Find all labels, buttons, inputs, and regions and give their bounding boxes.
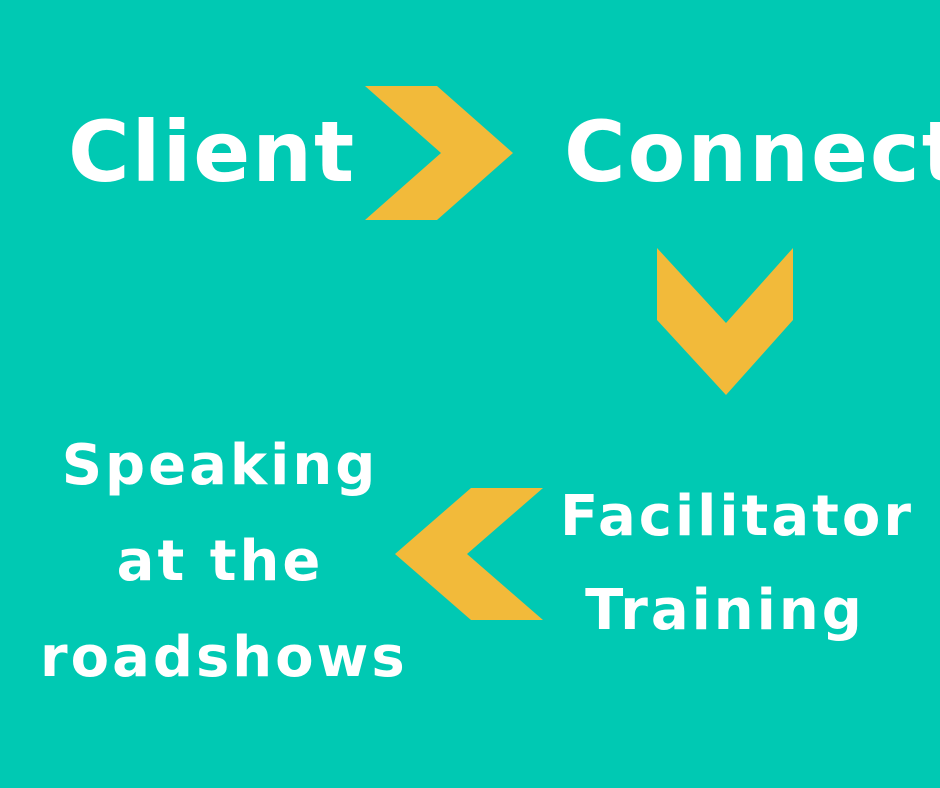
node-facilitator-training-line-2: Training (585, 578, 865, 643)
node-facilitator-training-line-1: Facilitator (560, 484, 914, 549)
node-speaking-line-3: roadshows (40, 625, 408, 690)
chevron-left-icon (395, 488, 543, 620)
node-connect: Connect (564, 103, 940, 201)
node-speaking-line-1: Speaking (61, 433, 379, 498)
node-speaking-line-2: at the (116, 529, 324, 594)
node-client: Client (68, 103, 357, 201)
node-facilitator-training: Facilitator Training (560, 470, 914, 658)
chevron-right-icon (365, 86, 513, 220)
chevron-down-icon (657, 248, 793, 395)
node-speaking-at-the-roadshows: Speaking at the roadshows (40, 418, 408, 706)
